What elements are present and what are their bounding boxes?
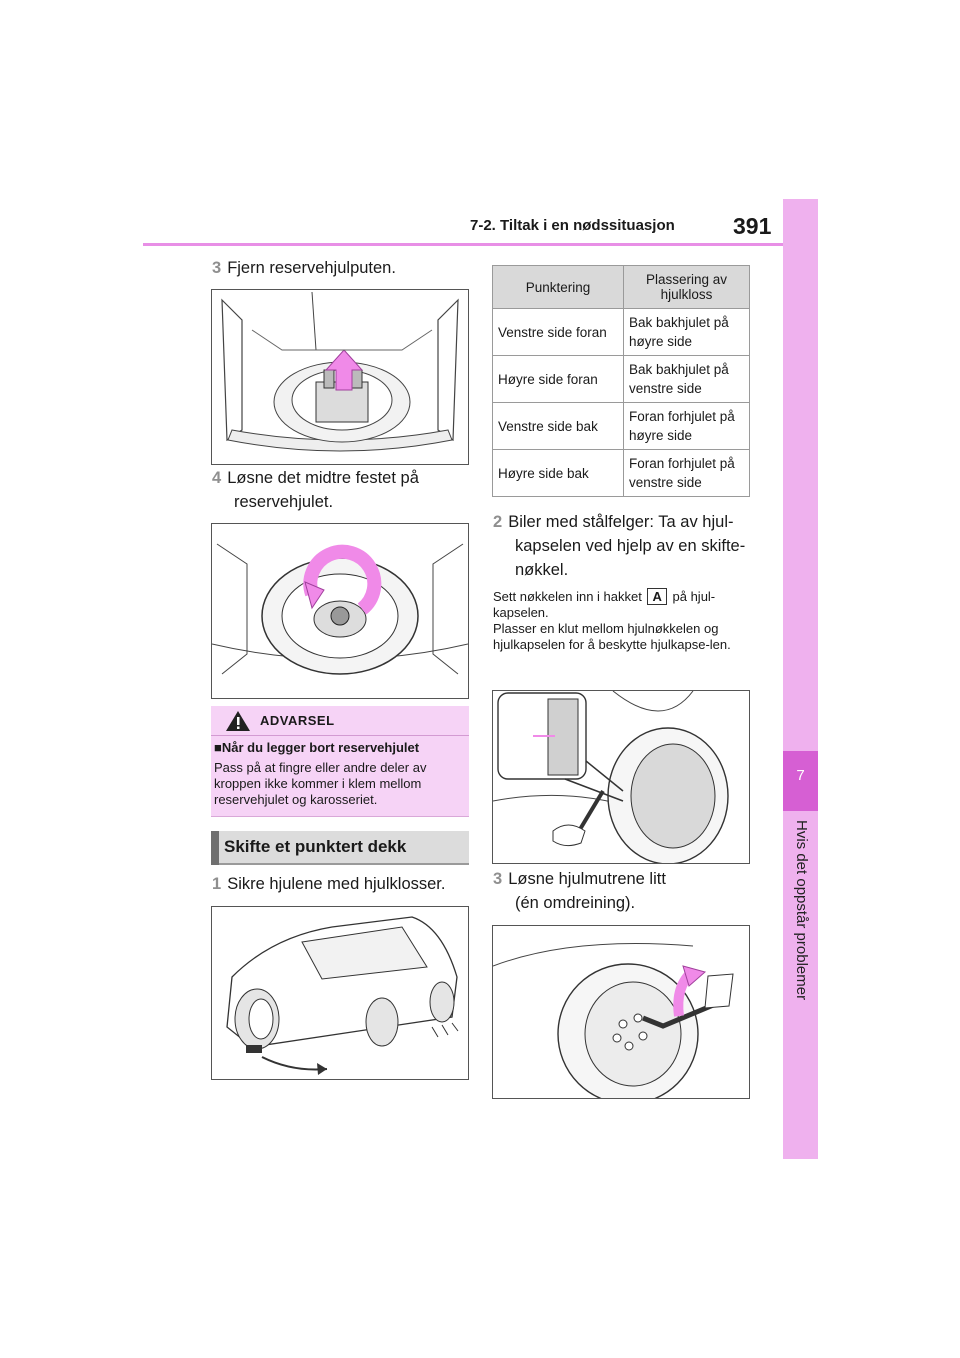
step-1-chock-wheels: 1 Sikre hjulene med hjulklosser.	[212, 872, 445, 896]
note-text-part2: på hjul-	[672, 589, 716, 604]
table-cell: Venstre side bak	[492, 402, 624, 450]
warning-subheading-text: Når du legger bort reservehjulet	[221, 740, 420, 755]
spare-wheel-illustration	[212, 543, 468, 675]
table-row: Høyre side foran Bak bakhjulet på venstr…	[492, 355, 750, 403]
table-header-row: Punktering Plassering av hjulkloss	[492, 265, 750, 309]
note-text-part1: Sett nøkkelen inn i hakket	[493, 589, 642, 604]
step-3-remove-cushion: 3 Fjern reservehjulputen.	[212, 256, 396, 280]
table-cell: Høyre side foran	[492, 355, 624, 403]
wheel-chock-table: Punktering Plassering av hjulkloss Venst…	[492, 265, 750, 497]
table-row: Venstre side bak Foran forhjulet på høyr…	[492, 402, 750, 450]
table-row: Venstre side foran Bak bakhjulet på høyr…	[492, 308, 750, 356]
chapter-tab-strip	[783, 199, 818, 1159]
square-bullet-icon: ■	[214, 740, 222, 755]
chapter-number-box	[783, 751, 818, 811]
step-text-line2: reservehjulet.	[234, 493, 334, 511]
step-text-line1: Biler med stålfelger: Ta av hjul-	[508, 513, 734, 531]
hubcap-note: Sett nøkkelen inn i hakket A på hjul- ka…	[493, 588, 751, 653]
step-text-line3: nøkkel.	[515, 561, 569, 579]
section-title: 7-2. Tiltak i en nødssituasjon	[470, 217, 675, 234]
trunk-illustration	[221, 291, 459, 452]
figure-trunk-spare-cushion	[211, 289, 469, 465]
warning-text: Pass på at fingre eller andre deler av k…	[214, 760, 427, 807]
table-cell: Høyre side bak	[492, 449, 624, 497]
step-text-line1: Løsne hjulmutrene litt	[508, 870, 666, 888]
section-header-bar	[211, 831, 219, 865]
figure-spare-wheel-bolt	[211, 523, 469, 699]
car-illustration	[226, 916, 459, 1075]
warning-subheading: ■Når du legger bort reservehjulet	[214, 740, 419, 755]
step-text: Sikre hjulene med hjulklosser.	[227, 875, 446, 893]
page-number: 391	[733, 213, 772, 239]
section-header	[211, 831, 469, 865]
step-text-line2: kapselen ved hjelp av en skifte-	[515, 537, 746, 555]
section-heading: Skifte et punktert dekk	[224, 837, 407, 856]
step-4-loosen-center: 4 Løsne det midtre festet på reservehjule…	[212, 466, 419, 514]
step-number: 1	[212, 875, 222, 893]
step-text: Fjern reservehjulputen.	[227, 259, 396, 277]
chapter-title-text: Hvis det oppstår problemer	[793, 820, 810, 1001]
table-cell: Bak bakhjulet på høyre side	[623, 308, 750, 356]
table-row: Høyre side bak Foran forhjulet på venstr…	[492, 449, 750, 497]
note-text-line2: kapselen.	[493, 605, 549, 620]
chapter-number: 7	[796, 767, 805, 784]
table-cell: Venstre side foran	[492, 308, 624, 356]
warning-triangle-icon	[225, 710, 251, 732]
table-cell: Foran forhjulet på venstre side	[623, 449, 750, 497]
figure-loosen-wheel-nuts	[492, 925, 750, 1099]
step-number: 4	[212, 469, 222, 487]
step-2-remove-hubcap: 2 Biler med stålfelger: Ta av hjul- kapse…	[493, 510, 753, 582]
notch-label-a: A	[647, 588, 667, 605]
hubcap-illustration: A	[493, 691, 729, 863]
table-cell: Bak bakhjulet på venstre side	[623, 355, 750, 403]
step-number: 3	[493, 870, 503, 888]
step-3-loosen-nuts: 3 Løsne hjulmutrene litt (én omdreining).	[493, 867, 666, 915]
warning-header	[211, 706, 469, 736]
figure-hubcap-removal: A	[492, 690, 750, 864]
step-text-line1: Løsne det midtre festet på	[227, 469, 419, 487]
note-text-line3: Plasser en klut mellom hjulnøkkelen og h…	[493, 621, 731, 652]
step-text-line2: (én omdreining).	[515, 894, 636, 912]
header-rule	[143, 243, 783, 246]
warning-box	[211, 706, 469, 817]
step-number: 3	[212, 259, 222, 277]
table-header-cell: Plassering av hjulkloss	[623, 265, 750, 309]
warning-title: ADVARSEL	[260, 713, 335, 728]
figure-car-wheel-chock	[211, 906, 469, 1080]
wheel-nut-illustration	[493, 943, 734, 1098]
table-header-cell: Punktering	[492, 265, 624, 309]
table-cell: Foran forhjulet på høyre side	[623, 402, 750, 450]
chapter-title: Hvis det oppstår problemer	[790, 820, 810, 1160]
step-number: 2	[493, 513, 503, 531]
